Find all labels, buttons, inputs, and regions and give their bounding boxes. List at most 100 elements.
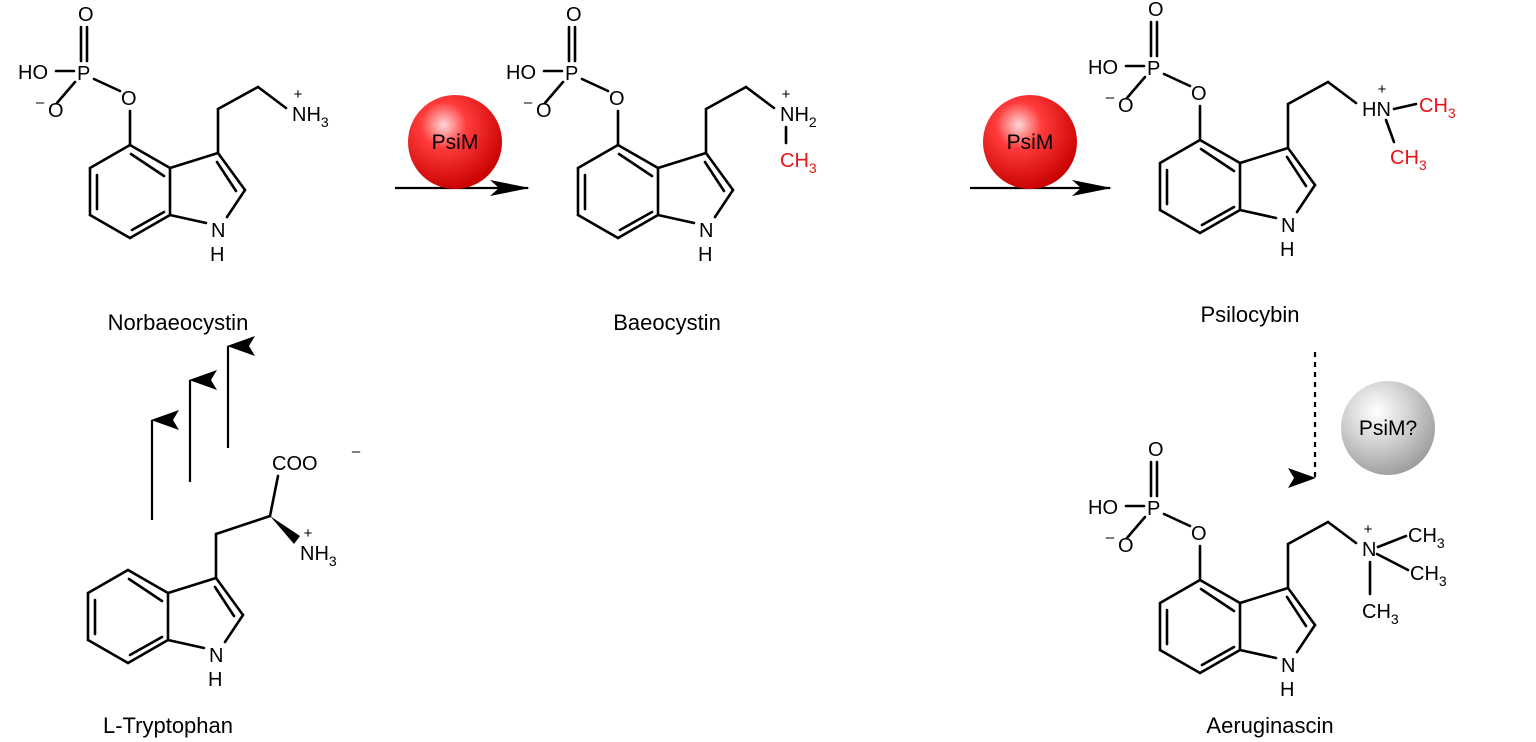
ring-double-bond — [1199, 587, 1236, 613]
methyl-group-1: CH3 — [1419, 95, 1456, 121]
negative-charge: – — [352, 443, 361, 460]
ring-bond — [1158, 138, 1202, 165]
positive-charge: + — [1378, 81, 1387, 98]
amine-nh3: NH3 — [292, 104, 329, 130]
o-p-bond — [1162, 72, 1192, 88]
ring-double-bond — [1285, 155, 1308, 188]
enzyme-label-2: PsiM — [1007, 131, 1054, 154]
positive-charge: + — [782, 86, 791, 103]
ring-bond — [88, 143, 132, 170]
ring-bond — [1295, 623, 1317, 654]
ring-bond — [1295, 183, 1317, 214]
n-methyl-bond — [1384, 118, 1396, 144]
amine-hn: HN — [1362, 99, 1391, 121]
label-psilocybin: Psilocybin — [1200, 302, 1299, 327]
methyl-group-3: CH3 — [1362, 601, 1399, 627]
ring-bond — [126, 568, 170, 595]
side-chain-bond — [214, 514, 272, 536]
o-p-bond — [92, 77, 122, 93]
ring-bond — [126, 638, 170, 665]
ester-oxygen: O — [609, 88, 625, 110]
methyl-group-1: CH3 — [1408, 525, 1445, 551]
ring-bond — [166, 638, 206, 650]
enzyme-label-3: PsiM? — [1359, 417, 1417, 440]
indole-n-atom: N — [211, 220, 225, 242]
methyl-group-2: CH3 — [1410, 563, 1447, 589]
n-methyl-bond — [1375, 552, 1410, 572]
label-baeocystin: Baeocystin — [613, 310, 721, 335]
indole-h-atom: H — [1280, 679, 1294, 701]
ring-bond — [128, 213, 172, 240]
ring-bond — [1238, 146, 1290, 165]
ring-bond — [1238, 208, 1278, 220]
ring-bond — [576, 213, 620, 240]
side-chain-bond — [1286, 520, 1330, 546]
ring-bond — [1238, 648, 1278, 660]
hydroxyl-label: HO — [18, 62, 48, 84]
ring-double-bond — [618, 210, 654, 232]
ring-bond — [128, 143, 172, 170]
ring-bond — [1286, 586, 1317, 627]
p-o-minus-bond — [55, 80, 77, 105]
side-chain-bond — [216, 85, 260, 111]
ring-bond — [223, 613, 245, 644]
enzyme-psim-2: PsiM — [983, 95, 1077, 189]
ring-bond — [616, 143, 660, 170]
phosphoryl-oxygen: O — [566, 4, 582, 26]
label-aeruginascin: Aeruginascin — [1206, 713, 1333, 738]
label-tryptophan: L-Tryptophan — [103, 713, 233, 738]
ring-bond — [656, 151, 708, 170]
anionic-oxygen: O — [48, 100, 64, 122]
hydroxyl-label: HO — [1088, 497, 1118, 519]
label-norbaeocystin: Norbaeocystin — [108, 310, 249, 335]
ring-double-bond — [703, 160, 726, 193]
ring-bond — [88, 213, 132, 240]
ring-double-bond — [215, 160, 238, 193]
p-o-minus-bond — [543, 80, 565, 105]
side-chain-bond — [256, 85, 288, 110]
amine-nh3: NH3 — [300, 543, 337, 569]
ring-double-bond — [1200, 205, 1236, 227]
n-methyl-bond — [1376, 534, 1408, 549]
enzyme-psim-uncertain: PsiM? — [1341, 381, 1435, 475]
ring-double-bond — [129, 152, 166, 178]
ring-bond — [86, 638, 130, 665]
hydroxyl-label: HO — [506, 62, 536, 84]
indole-n-atom: N — [1281, 215, 1295, 237]
indole-h-atom: H — [698, 244, 712, 266]
ring-bond — [656, 213, 696, 225]
ring-bond — [616, 213, 660, 240]
p-o-minus-bond — [1125, 75, 1147, 100]
o-p-bond — [1162, 512, 1192, 528]
p-o-minus-bond — [1125, 515, 1147, 540]
ester-oxygen: O — [121, 88, 137, 110]
phosphorus-atom: P — [1147, 58, 1160, 80]
negative-charge: – — [1106, 89, 1115, 106]
side-chain-bond — [1326, 520, 1358, 545]
wedge-bond — [270, 516, 300, 544]
anionic-oxygen: O — [1118, 535, 1134, 557]
ester-oxygen: O — [1191, 523, 1207, 545]
indole-h-atom: H — [208, 669, 222, 691]
ring-double-bond — [130, 210, 166, 232]
ring-double-bond — [1200, 645, 1236, 667]
ring-bond — [214, 576, 245, 617]
anionic-oxygen: O — [536, 100, 552, 122]
ring-bond — [216, 151, 247, 192]
ring-double-bond — [1285, 595, 1308, 628]
positive-charge: + — [1364, 521, 1373, 538]
ring-bond — [1238, 586, 1290, 605]
positive-charge: + — [294, 86, 303, 103]
indole-n-atom: N — [209, 645, 223, 667]
ring-bond — [1198, 208, 1242, 235]
ring-bond — [225, 188, 247, 219]
phosphoryl-oxygen: O — [78, 4, 94, 26]
ring-bond — [1198, 578, 1242, 605]
ring-double-bond — [213, 585, 236, 618]
phosphorus-atom: P — [77, 63, 90, 85]
